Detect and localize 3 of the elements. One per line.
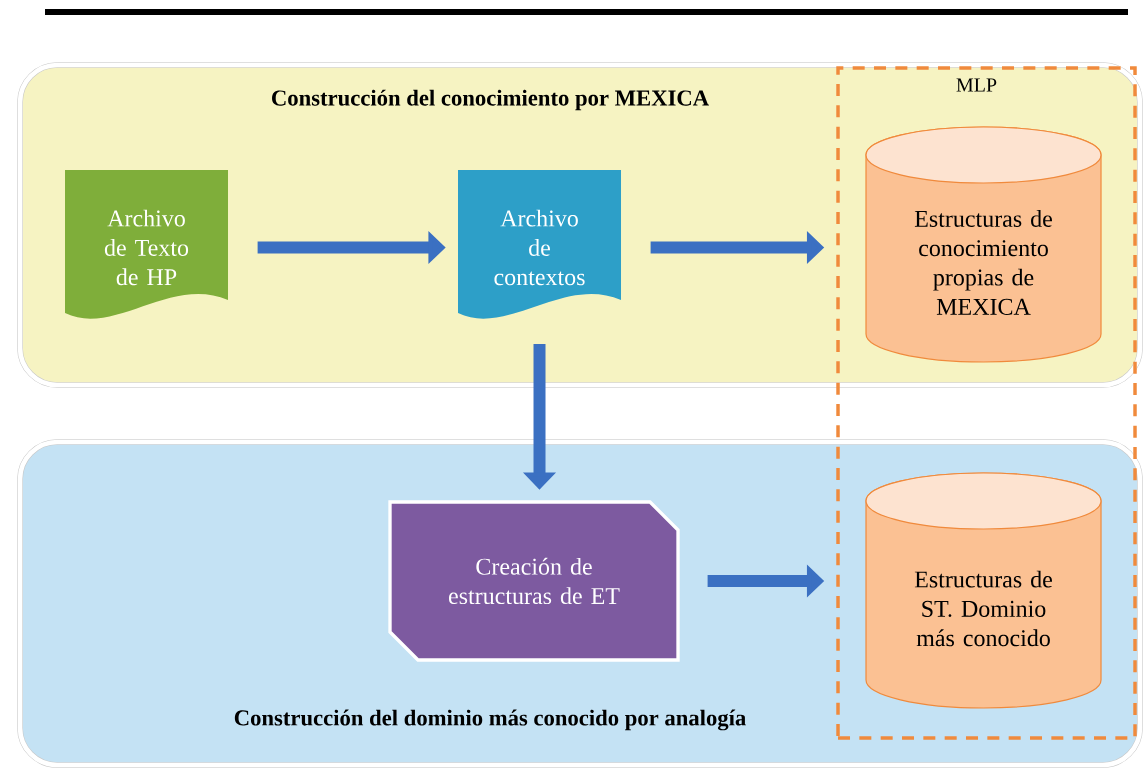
process-box: Creación de estructuras de ET: [388, 500, 680, 662]
database-cylinder: Estructuras de conocimiento propias de MEXICA: [865, 126, 1102, 363]
database-cylinder: Estructuras de ST. Dominio más conocido: [865, 472, 1102, 709]
